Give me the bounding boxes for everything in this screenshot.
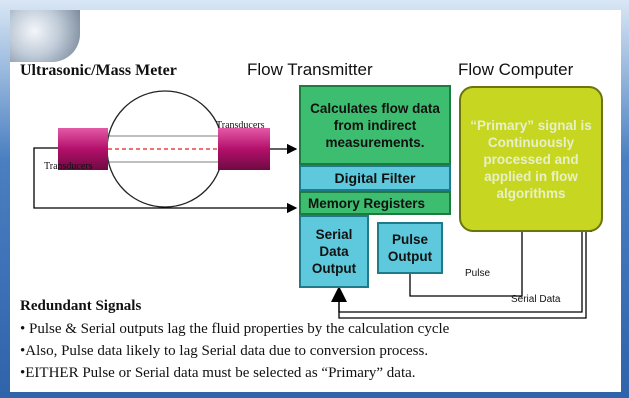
flow-computer-text: “Primary” signal is Continuously process… xyxy=(470,117,592,201)
globe-decoration xyxy=(10,10,80,62)
transmitter-header: Flow Transmitter xyxy=(247,60,373,79)
memory-registers-label: Memory Registers xyxy=(308,195,426,211)
digital-filter-box: Digital Filter xyxy=(299,165,451,191)
left-transducer-wire xyxy=(33,147,298,214)
serial-data-label: Serial Data xyxy=(511,294,561,305)
calculation-text: Calculates flow data from indirect measu… xyxy=(310,100,440,150)
pulse-wire xyxy=(409,230,523,297)
serial-data-wire-b xyxy=(338,226,587,319)
calculation-box: Calculates flow data from indirect measu… xyxy=(299,85,451,165)
pulse-label: Pulse xyxy=(465,268,491,279)
meter-header: Ultrasonic/Mass Meter xyxy=(20,62,177,79)
note-bullet-1: • Pulse & Serial outputs lag the fluid p… xyxy=(20,321,450,337)
memory-registers-box: Memory Registers xyxy=(299,191,451,215)
computer-header: Flow Computer xyxy=(458,60,574,79)
redundant-signals-heading: Redundant Signals xyxy=(20,298,142,314)
pulse-output-box: Pulse Output xyxy=(377,222,443,274)
flow-computer-box: “Primary” signal is Continuously process… xyxy=(459,86,603,232)
serial-output-label: Serial Data Output xyxy=(311,227,357,276)
serial-output-box: Serial Data Output xyxy=(299,215,369,288)
note-bullet-3: •EITHER Pulse or Serial data must be sel… xyxy=(20,365,416,381)
right-transducer xyxy=(218,128,270,170)
left-transducer-label: Transducers xyxy=(44,161,93,172)
pulse-output-label: Pulse Output xyxy=(387,232,433,264)
left-transducer xyxy=(58,128,108,170)
serial-arrow-up xyxy=(331,286,347,302)
digital-filter-label: Digital Filter xyxy=(334,170,416,186)
note-bullet-2: •Also, Pulse data likely to lag Serial d… xyxy=(20,343,429,359)
right-transducer-label: Transducers xyxy=(216,120,265,131)
